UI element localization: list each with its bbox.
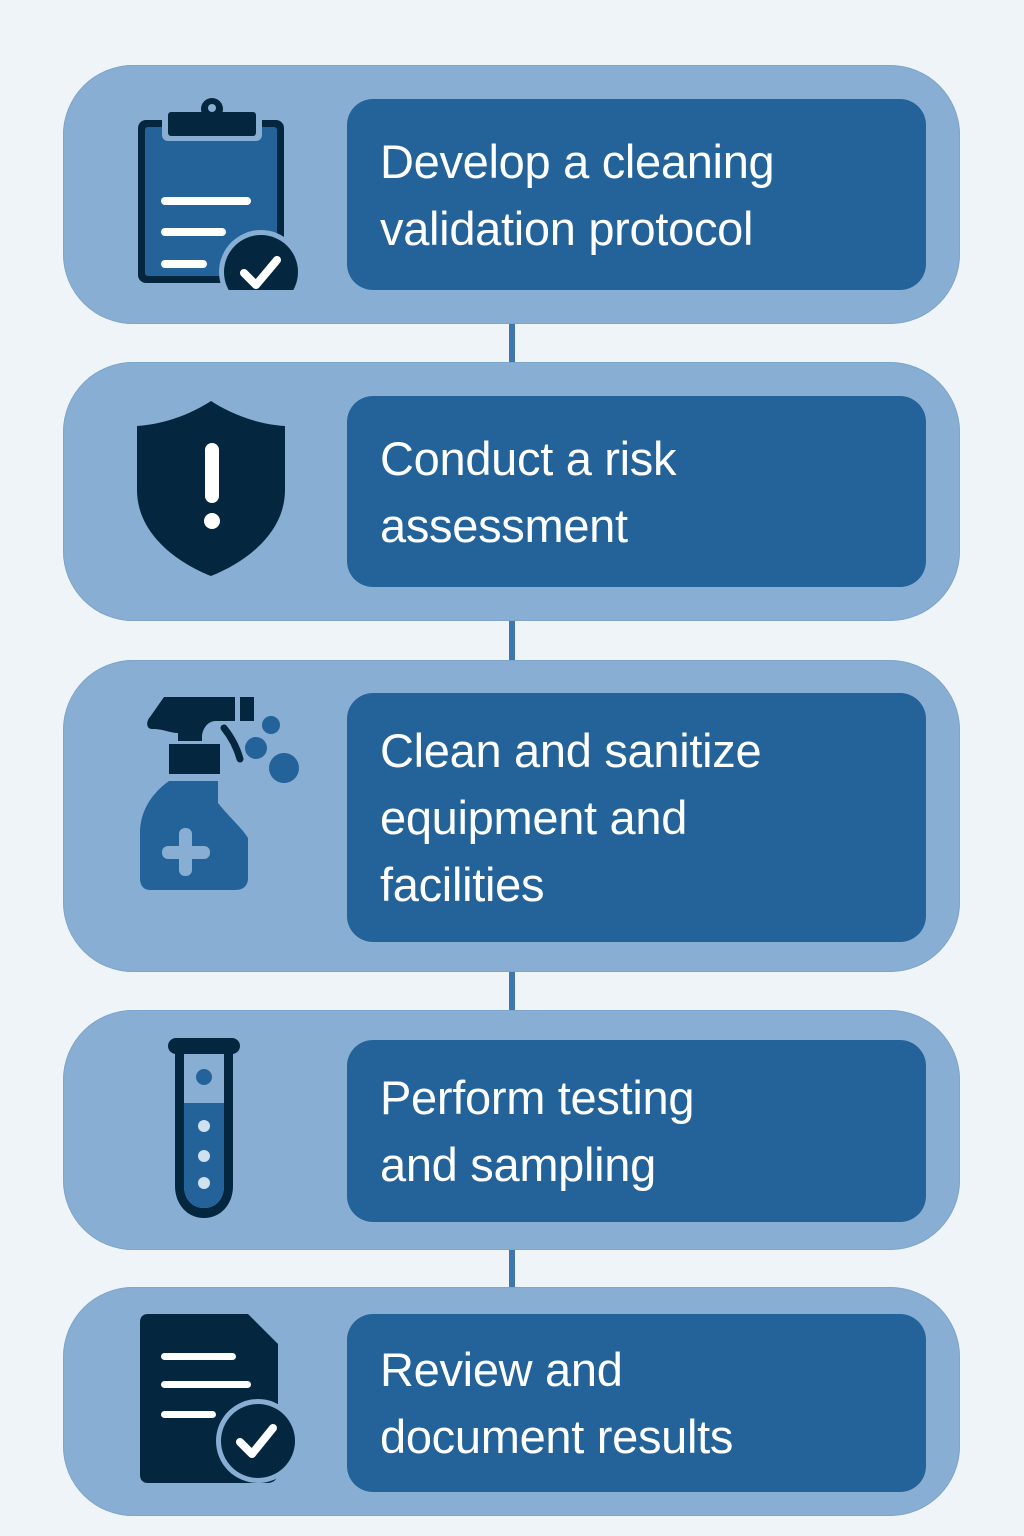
- step-box-5: Review and document results: [347, 1314, 926, 1492]
- step-label-5: Review and document results: [380, 1343, 734, 1463]
- step-card-5: Review and document results: [63, 1287, 960, 1516]
- connector-2-3: [509, 621, 515, 660]
- step-label-1: Develop a cleaning validation protocol: [380, 134, 775, 255]
- step-box-2: Conduct a risk assessment: [347, 396, 926, 587]
- spray-bottle-icon: [140, 693, 310, 898]
- step-box-4: Perform testing and sampling: [347, 1040, 926, 1222]
- step-card-1: Develop a cleaning validation protocol: [63, 65, 960, 324]
- step-label-3: Clean and sanitize equipment and facilit…: [380, 724, 762, 911]
- step-card-4: Perform testing and sampling: [63, 1010, 960, 1250]
- document-check-icon: [140, 1312, 300, 1487]
- step-box-3: Clean and sanitize equipment and facilit…: [347, 693, 926, 942]
- connector-1-2: [509, 324, 515, 362]
- step-label-4: Perform testing and sampling: [380, 1071, 695, 1191]
- step-card-2: Conduct a risk assessment: [63, 362, 960, 621]
- connector-3-4: [509, 972, 515, 1010]
- step-label-2: Conduct a risk assessment: [380, 431, 677, 552]
- test-tube-icon: [167, 1036, 243, 1222]
- connector-4-5: [509, 1250, 515, 1287]
- shield-alert-icon: [136, 400, 286, 578]
- step-box-1: Develop a cleaning validation protocol: [347, 99, 926, 290]
- clipboard-check-icon: [135, 95, 305, 290]
- step-card-3: Clean and sanitize equipment and facilit…: [63, 660, 960, 972]
